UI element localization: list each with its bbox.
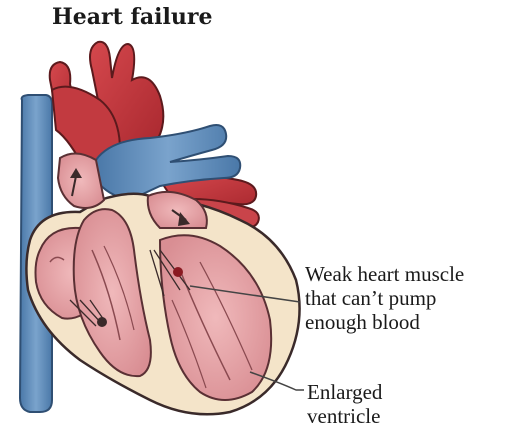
diagram-title: Heart failure [52, 4, 212, 30]
label-line: that can’t pump [305, 286, 464, 310]
label-line: Enlarged [307, 380, 382, 404]
label-enlarged-ventricle: Enlarged ventricle [307, 380, 382, 428]
label-line: enough blood [305, 310, 464, 334]
label-weak-heart-muscle: Weak heart muscle that can’t pump enough… [305, 262, 464, 334]
label-line: Weak heart muscle [305, 262, 464, 286]
label-line: ventricle [307, 404, 382, 428]
